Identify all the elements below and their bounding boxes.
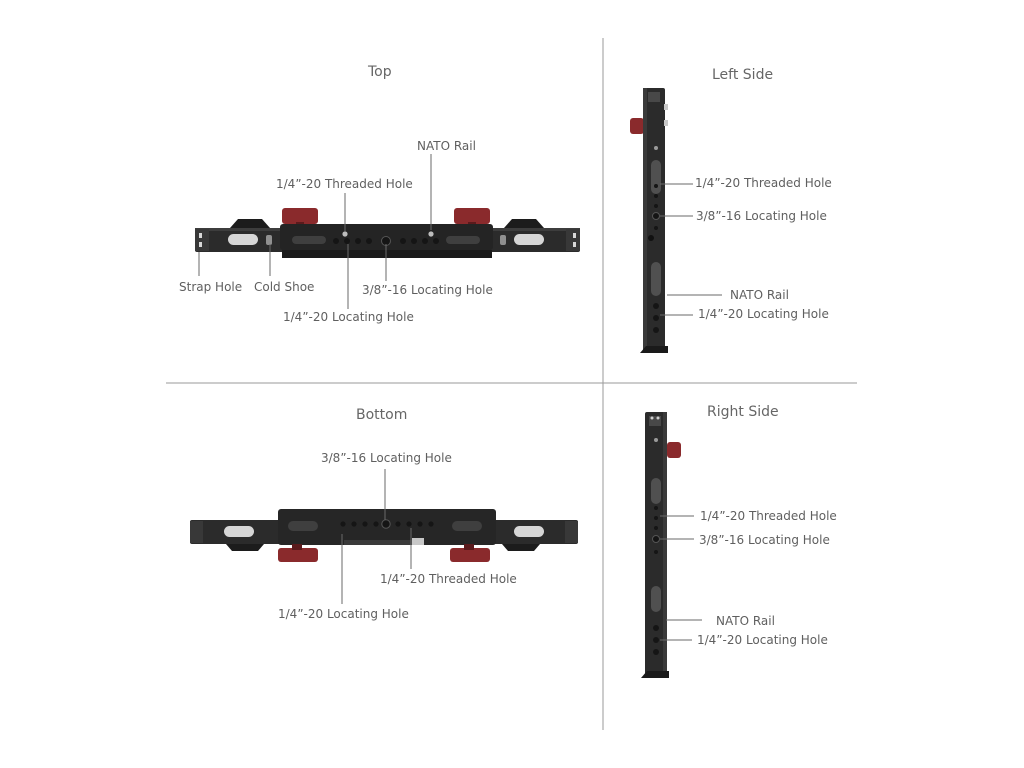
bottom-label-locating-38: 3/8”-16 Locating Hole (321, 451, 452, 465)
bottom-knob-right (450, 548, 490, 562)
bottom-strap-hole-left (224, 526, 254, 537)
top-leader-lines (198, 154, 432, 309)
left-leader-lines (660, 183, 722, 316)
top-label-strap-hole: Strap Hole (179, 280, 243, 294)
right-label-locating-38: 3/8”-16 Locating Hole (699, 533, 830, 547)
right-side-knob (667, 442, 681, 458)
left-side-title: Left Side (712, 67, 774, 83)
top-label-nato-rail: NATO Rail (417, 139, 476, 153)
top-label-locating-14: 1/4”-20 Locating Hole (283, 310, 414, 324)
right-label-locating-14: 1/4”-20 Locating Hole (697, 633, 828, 647)
top-label-threaded-hole: 1/4”-20 Threaded Hole (276, 177, 413, 191)
bottom-label-threaded-hole: 1/4”-20 Threaded Hole (380, 572, 517, 586)
top-strap-hole-left (228, 234, 258, 245)
left-label-locating-14: 1/4”-20 Locating Hole (698, 307, 829, 321)
right-side-handle (641, 412, 681, 678)
top-knob-right (454, 208, 490, 224)
left-label-threaded-hole: 1/4”-20 Threaded Hole (695, 176, 832, 190)
top-knob-left (282, 208, 318, 224)
bottom-view-handle (190, 509, 578, 562)
left-side-handle (630, 88, 668, 353)
left-label-locating-38: 3/8”-16 Locating Hole (696, 209, 827, 223)
left-side-knob (630, 118, 644, 134)
top-label-cold-shoe: Cold Shoe (254, 280, 315, 294)
left-label-nato-rail: NATO Rail (730, 288, 789, 302)
top-strap-hole-right (514, 234, 544, 245)
right-label-threaded-hole: 1/4”-20 Threaded Hole (700, 509, 837, 523)
bottom-leader-lines (341, 469, 412, 604)
right-side-bar (645, 412, 667, 678)
bottom-strap-hole-right (514, 526, 544, 537)
top-view-handle (195, 208, 580, 258)
bottom-view-title: Bottom (356, 407, 408, 423)
top-view-title: Top (368, 64, 392, 80)
right-side-title: Right Side (707, 404, 779, 420)
right-label-nato-rail: NATO Rail (716, 614, 775, 628)
bottom-knob-left (278, 548, 318, 562)
bottom-label-locating-14: 1/4”-20 Locating Hole (278, 607, 409, 621)
top-label-locating-38: 3/8”-16 Locating Hole (362, 283, 493, 297)
right-leader-lines (660, 515, 702, 641)
